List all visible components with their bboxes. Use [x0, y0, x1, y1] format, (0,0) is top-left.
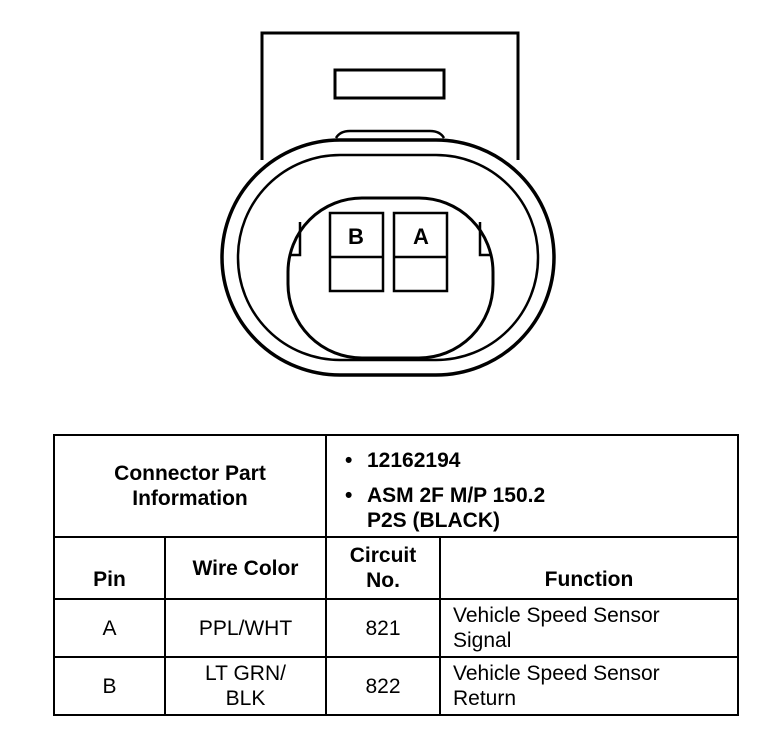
- connector-lock-tab: [260, 31, 520, 160]
- row-b-wire-color-line2: BLK: [225, 687, 266, 710]
- part-info-list: 12162194 ASM 2F M/P 150.2 P2S (BLACK): [327, 436, 737, 536]
- lock-tab-slot: [333, 68, 446, 100]
- header-circuit-line2: No.: [366, 569, 400, 592]
- connector-inner-ring: [236, 153, 540, 362]
- lock-tab-ridge: [334, 129, 446, 139]
- terminal-a: [392, 211, 449, 293]
- row-b-pin: B: [102, 674, 117, 698]
- row-b-function-line2: Return: [453, 687, 517, 710]
- row-b-function: Vehicle Speed Sensor Return: [441, 658, 737, 714]
- row-a-wire-color-line1: PPL/WHT: [198, 616, 293, 640]
- row-a-pin: A: [102, 616, 117, 640]
- part-description-line2: P2S (BLACK): [367, 509, 501, 532]
- part-info-label-line1: Connector Part: [114, 462, 266, 485]
- divider: [325, 436, 327, 538]
- row-a-function-line1: Vehicle Speed Sensor: [453, 604, 660, 627]
- row-a-function-line2: Signal: [453, 629, 512, 652]
- header-circuit: Circuit No.: [327, 538, 439, 598]
- row-a-circuit: 821: [365, 616, 401, 640]
- part-description: ASM 2F M/P 150.2 P2S (BLACK): [345, 483, 737, 533]
- pin-b-label: B: [348, 224, 364, 249]
- divider: [55, 536, 737, 538]
- row-b-wire-color-line1: LT GRN/: [205, 662, 286, 685]
- divider: [164, 536, 166, 714]
- part-number: 12162194: [345, 448, 737, 473]
- row-a-wire-color: PPL/WHT: [166, 600, 325, 656]
- row-b-circuit: 822: [365, 674, 401, 698]
- header-function: Function: [544, 568, 634, 591]
- row-a-function: Vehicle Speed Sensor Signal: [441, 600, 737, 656]
- connector-cavity: [286, 196, 495, 360]
- header-circuit-line1: Circuit: [349, 544, 417, 567]
- connector-table: Connector Part Information 12162194 ASM …: [53, 434, 739, 716]
- row-b-function-line1: Vehicle Speed Sensor: [453, 662, 660, 685]
- part-info-label: Connector Part Information: [55, 436, 325, 536]
- part-info-label-line2: Information: [132, 487, 248, 510]
- connector-outer-shell: [220, 138, 556, 377]
- connector-diagram: B A: [220, 31, 556, 377]
- right-guide: [478, 222, 491, 257]
- divider: [439, 536, 441, 714]
- part-description-line1: ASM 2F M/P 150.2: [367, 484, 546, 507]
- row-b-wire-color: LT GRN/ BLK: [166, 658, 325, 714]
- header-wire-color: Wire Color: [192, 556, 299, 580]
- divider: [325, 536, 327, 714]
- pin-a-label: A: [413, 224, 429, 249]
- part-number-text: 12162194: [367, 449, 461, 472]
- left-guide: [289, 222, 302, 257]
- header-pin: Pin: [93, 568, 126, 591]
- terminal-b: [328, 211, 385, 293]
- divider: [55, 598, 737, 600]
- divider: [55, 656, 737, 658]
